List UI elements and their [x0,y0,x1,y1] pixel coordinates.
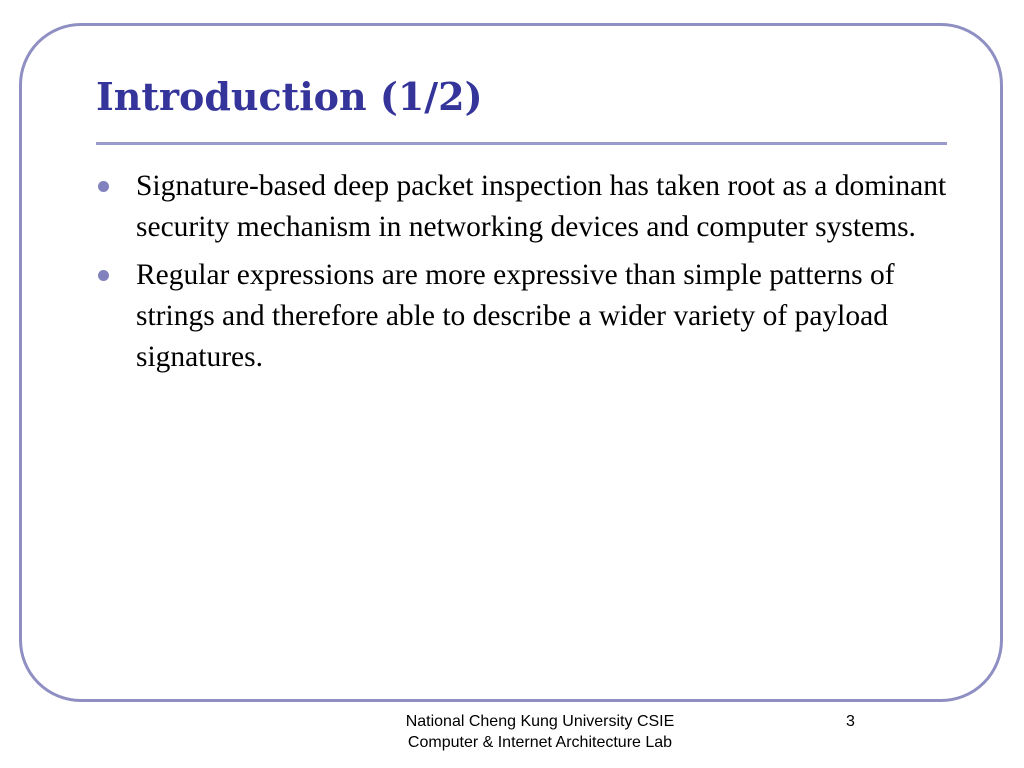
footer-text: National Cheng Kung University CSIE Comp… [340,711,740,753]
slide-frame-border [19,23,1003,702]
bullet-dot-icon [98,270,109,281]
title-underline-divider [96,142,947,145]
bullet-item: Signature-based deep packet inspection h… [96,166,956,248]
bullet-text: Signature-based deep packet inspection h… [136,170,947,243]
bullet-dot-icon [98,181,109,192]
footer-line-university: National Cheng Kung University CSIE [405,713,675,730]
bullet-text: Regular expressions are more expressive … [136,259,895,373]
bullet-item: Regular expressions are more expressive … [96,255,956,378]
slide-title: Introduction (1/2) [96,74,483,119]
footer-line-lab: Computer & Internet Architecture Lab [407,734,673,751]
page-number: 3 [846,713,855,730]
bullet-list: Signature-based deep packet inspection h… [96,166,956,385]
